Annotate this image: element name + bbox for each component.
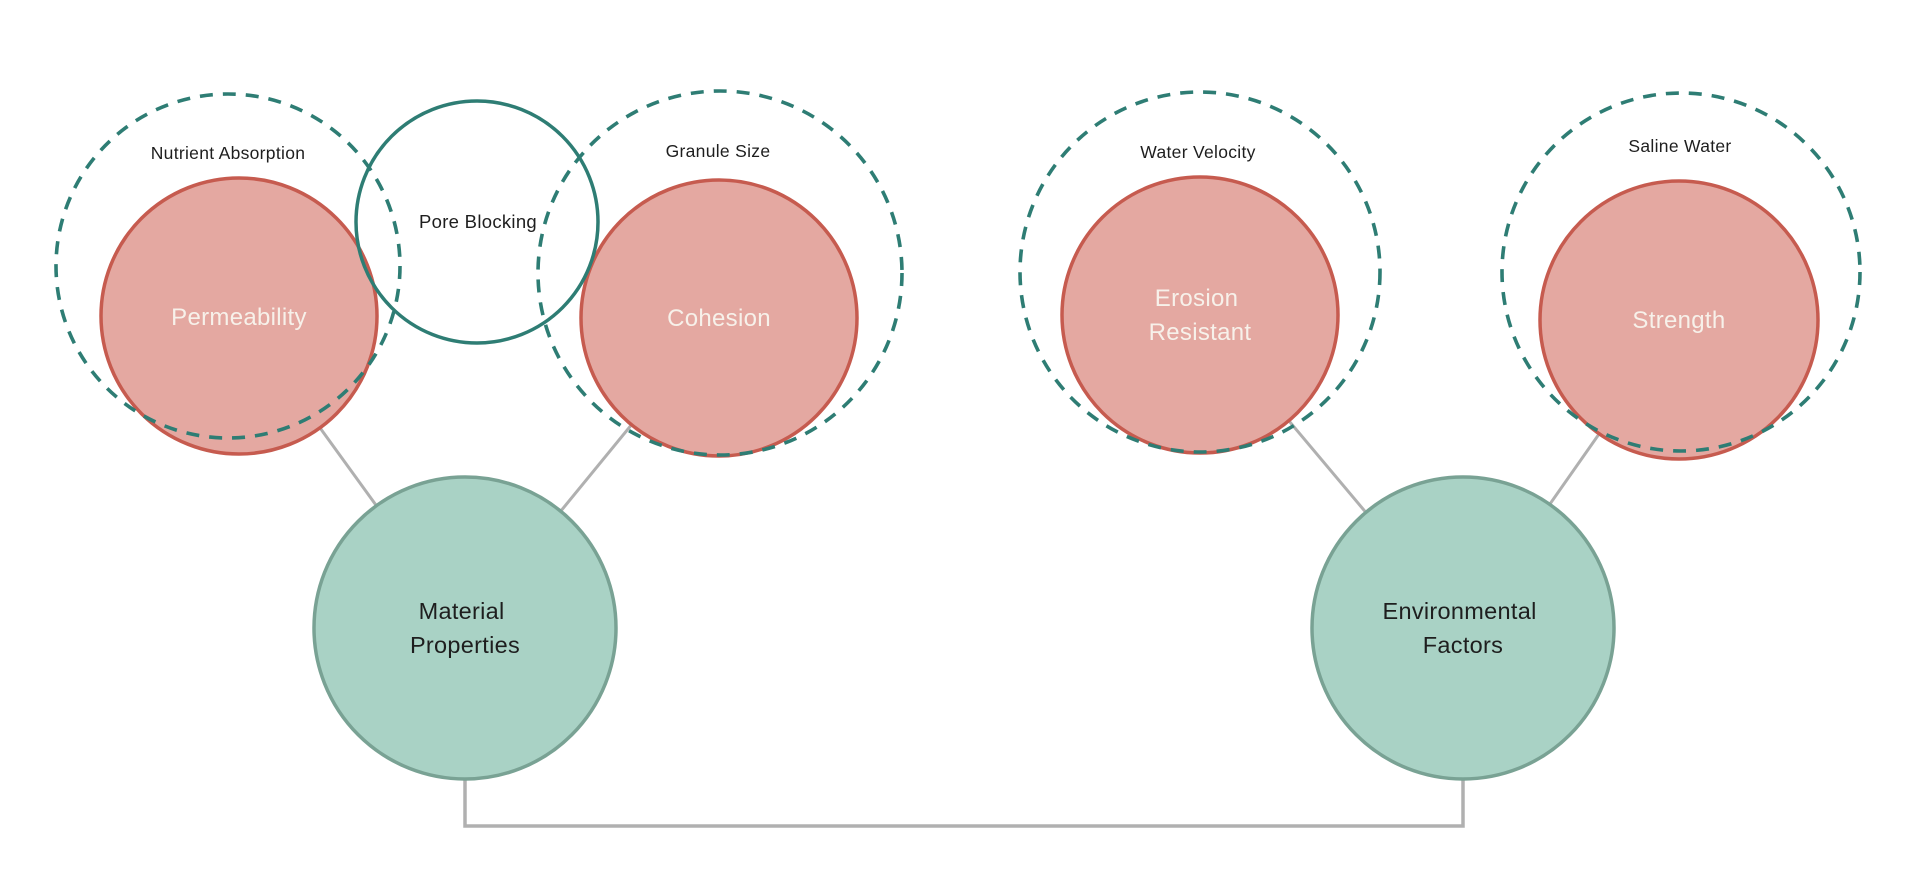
strength-label: Strength [1632,307,1725,334]
erosion-resistant-label-line2: Resistant [1149,319,1252,346]
saline-water-label: Saline Water [1628,136,1731,156]
erosion-resistant-label-line1: Erosion [1155,285,1238,312]
category-circles [312,475,1616,781]
environmental-factors-label-line2: Factors [1423,632,1503,658]
permeability-label: Permeability [171,304,307,331]
material-properties-label-line2: Properties [410,632,520,658]
material-properties-label: Material Properties [410,598,520,658]
material-properties-circle [312,475,618,781]
environmental-factors-label-line1: Environmental [1383,598,1537,624]
erosion-resistant-circle [1060,175,1340,455]
pore-blocking-label: Pore Blocking [419,211,537,232]
labels: Nutrient Absorption Permeability Pore Bl… [151,136,1732,658]
cohesion-label: Cohesion [667,305,771,332]
saline-water-ring [1500,91,1862,453]
nutrient-absorption-label: Nutrient Absorption [151,143,306,163]
strength-circle [1538,179,1820,461]
property-circles [99,175,1820,461]
permeability-circle [99,176,379,456]
edge-material-properties-environmental-factors [463,700,1465,828]
water-velocity-label: Water Velocity [1140,142,1255,162]
environmental-factors-label: Environmental Factors [1383,598,1544,658]
granule-size-label: Granule Size [666,141,771,161]
granule-size-ring [536,89,904,457]
environmental-factors-circle [1310,475,1616,781]
water-velocity-ring [1018,90,1382,454]
pore-blocking-circle [354,99,600,345]
nutrient-absorption-ring [54,92,402,440]
erosion-resistant-label: Erosion Resistant [1149,285,1252,346]
material-properties-label-line1: Material [419,598,505,624]
dashed-rings [54,89,1862,457]
